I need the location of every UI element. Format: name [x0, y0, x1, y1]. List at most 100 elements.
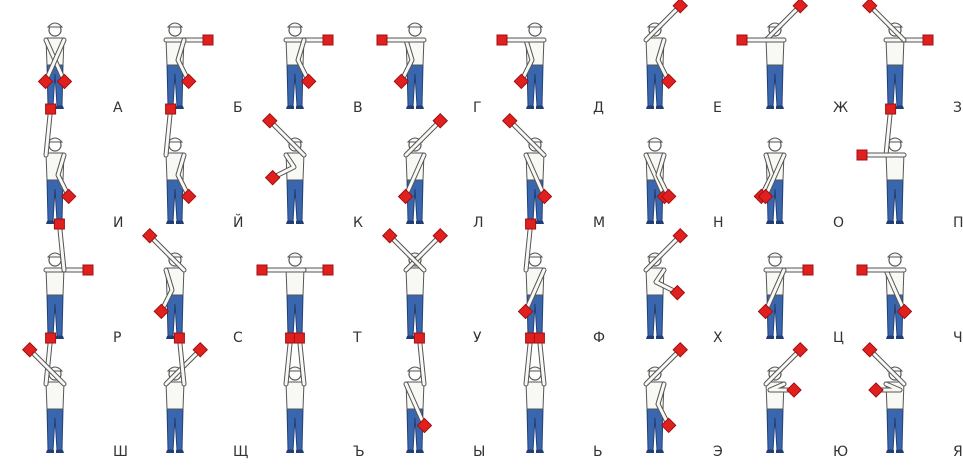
semaphore-figure	[730, 356, 850, 471]
cap	[48, 23, 62, 27]
trousers	[767, 64, 783, 106]
semaphore-figure	[130, 127, 250, 242]
signal-letter: Ь	[593, 444, 603, 460]
semaphore-figure	[730, 127, 850, 242]
signal-cell: Е	[610, 12, 730, 127]
signal-cell: А	[10, 12, 130, 127]
semaphore-figure	[850, 356, 963, 471]
shoes	[646, 106, 664, 109]
semaphore-figure	[10, 356, 130, 471]
signal-cell: И	[10, 127, 130, 242]
trousers	[47, 294, 63, 336]
signal-letter: Т	[353, 330, 362, 346]
signal-letter: Щ	[233, 444, 248, 460]
cap	[288, 253, 302, 257]
trousers	[887, 179, 903, 221]
shoes	[526, 106, 544, 109]
semaphore-figure	[610, 127, 730, 242]
signal-cell: Ц	[730, 242, 850, 357]
signal-cell: Ч	[850, 242, 963, 357]
signal-cell: М	[490, 127, 610, 242]
cap	[768, 138, 782, 142]
semaphore-figure	[610, 12, 730, 127]
shirt	[526, 382, 544, 409]
signal-letter: Ш	[113, 444, 128, 460]
shoes	[886, 221, 904, 224]
left-flag	[787, 383, 801, 397]
signal-letter: Ъ	[353, 444, 365, 460]
shoes	[406, 450, 424, 453]
right-flag	[203, 35, 213, 45]
right-flag	[323, 35, 333, 45]
trousers	[167, 408, 183, 450]
signal-letter: А	[113, 100, 123, 116]
trousers	[287, 179, 303, 221]
signal-cell: П	[850, 127, 963, 242]
semaphore-figure	[490, 242, 610, 357]
left-flag	[857, 265, 867, 275]
signal-letter: Ц	[833, 330, 844, 346]
semaphore-figure	[490, 127, 610, 242]
shoes	[646, 221, 664, 224]
signal-letter: Ы	[473, 444, 485, 460]
signal-letter: Ч	[953, 330, 963, 346]
right-flag	[803, 265, 813, 275]
semaphore-figure	[10, 242, 130, 357]
signal-cell: Ф	[490, 242, 610, 357]
left-flag	[737, 35, 747, 45]
signal-cell: Х	[610, 242, 730, 357]
right-flag	[46, 104, 56, 114]
right-flag	[923, 35, 933, 45]
signal-letter: Я	[953, 444, 963, 460]
cap	[288, 23, 302, 27]
shoes	[406, 221, 424, 224]
cap	[648, 138, 662, 142]
signal-cell: Д	[490, 12, 610, 127]
left-flag	[534, 333, 544, 343]
signal-letter: У	[473, 330, 482, 346]
cap	[768, 253, 782, 257]
signal-cell: О	[730, 127, 850, 242]
shoes	[766, 221, 784, 224]
trousers	[47, 408, 63, 450]
signal-letter: Й	[233, 215, 243, 231]
signal-letter: Х	[713, 330, 723, 346]
right-flag	[526, 219, 536, 229]
signal-cell: К	[250, 127, 370, 242]
semaphore-figure	[250, 356, 370, 471]
shoes	[166, 221, 184, 224]
shoes	[46, 450, 64, 453]
left-flag	[414, 333, 424, 343]
signal-cell: Л	[370, 127, 490, 242]
trousers	[767, 408, 783, 450]
left-flag	[257, 265, 267, 275]
semaphore-figure	[10, 12, 130, 127]
left-flag	[857, 150, 867, 160]
semaphore-figure	[130, 12, 250, 127]
semaphore-figure	[850, 242, 963, 357]
signal-cell: Ь	[490, 356, 610, 471]
cap	[888, 253, 902, 257]
signal-letter: И	[113, 215, 123, 231]
semaphore-figure	[250, 12, 370, 127]
semaphore-figure	[130, 356, 250, 471]
signal-cell: Ю	[730, 356, 850, 471]
left-flag	[54, 219, 64, 229]
signal-letter: Б	[233, 100, 243, 116]
signal-cell: С	[130, 242, 250, 357]
signal-cell: З	[850, 12, 963, 127]
cap	[168, 23, 182, 27]
signal-letter: П	[953, 215, 963, 231]
signal-cell: В	[250, 12, 370, 127]
shoes	[886, 336, 904, 339]
shoes	[286, 221, 304, 224]
shoes	[766, 106, 784, 109]
right-flag	[869, 383, 883, 397]
shoes	[646, 450, 664, 453]
signal-letter: Ю	[833, 444, 848, 460]
trousers	[407, 294, 423, 336]
shoes	[406, 106, 424, 109]
signal-cell: Я	[850, 356, 963, 471]
semaphore-figure	[130, 242, 250, 357]
shoes	[286, 450, 304, 453]
